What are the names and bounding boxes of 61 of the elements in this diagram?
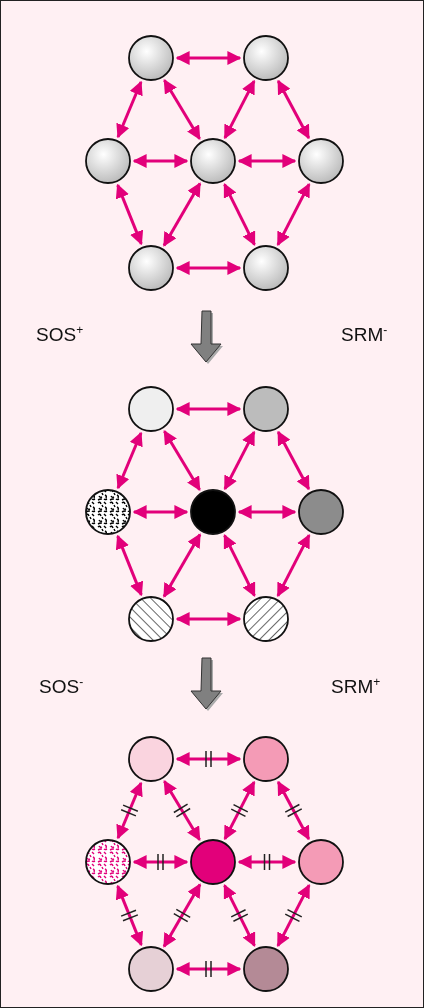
double-arrow [175,752,242,766]
node-circle [243,736,289,782]
double-arrow [175,261,242,275]
node-circle [298,489,344,535]
double-arrow [116,80,143,139]
node-circle [128,35,174,81]
node-circle [128,386,174,432]
double-arrow [276,182,311,247]
double-arrow [162,883,202,948]
double-arrow [175,612,242,626]
double-arrow [163,79,201,140]
double-arrow [132,154,189,168]
double-arrow [162,182,202,247]
double-arrow [276,883,311,948]
node-circle [298,839,344,885]
node-circle [128,245,174,291]
node-circle [85,489,131,535]
double-arrow [276,79,311,140]
double-arrow [175,402,242,416]
double-arrow [237,855,297,869]
node-circle [85,839,131,885]
double-arrow [132,505,189,519]
node-circle [243,946,289,992]
state-label: SRM$^{-}$ [341,323,388,347]
double-arrow [163,780,201,841]
node-circle [298,138,344,184]
node-circle [190,489,236,535]
node-circle [243,35,289,81]
node-circle [243,245,289,291]
node-circle [190,138,236,184]
double-arrow [162,533,202,598]
double-arrow [223,534,256,597]
double-arrow [223,884,256,947]
double-arrow [276,430,311,491]
node-circle [128,946,174,992]
double-arrow [116,431,143,490]
node-circle [128,736,174,782]
double-arrow [223,430,256,491]
double-arrow [115,183,144,246]
node-circle [85,138,131,184]
node-circle [190,839,236,885]
double-arrow [163,430,201,491]
node-circle [128,596,174,642]
double-arrow [276,533,311,598]
state-label: SOS$^{-}$ [39,675,84,699]
double-arrow [276,780,311,841]
state-label: SOS$^{+}$ [36,323,84,347]
double-arrow [223,183,256,246]
double-arrow [175,962,242,976]
double-arrow [237,154,297,168]
double-arrow [237,505,297,519]
double-arrow [116,781,143,840]
double-arrow [115,884,144,947]
double-arrow [223,780,256,841]
double-arrow [132,855,189,869]
state-label: SRM$^{+}$ [331,675,381,699]
double-arrow [115,534,144,597]
double-arrow [175,51,242,65]
node-circle [243,596,289,642]
node-circle [243,386,289,432]
double-arrow [223,79,256,140]
